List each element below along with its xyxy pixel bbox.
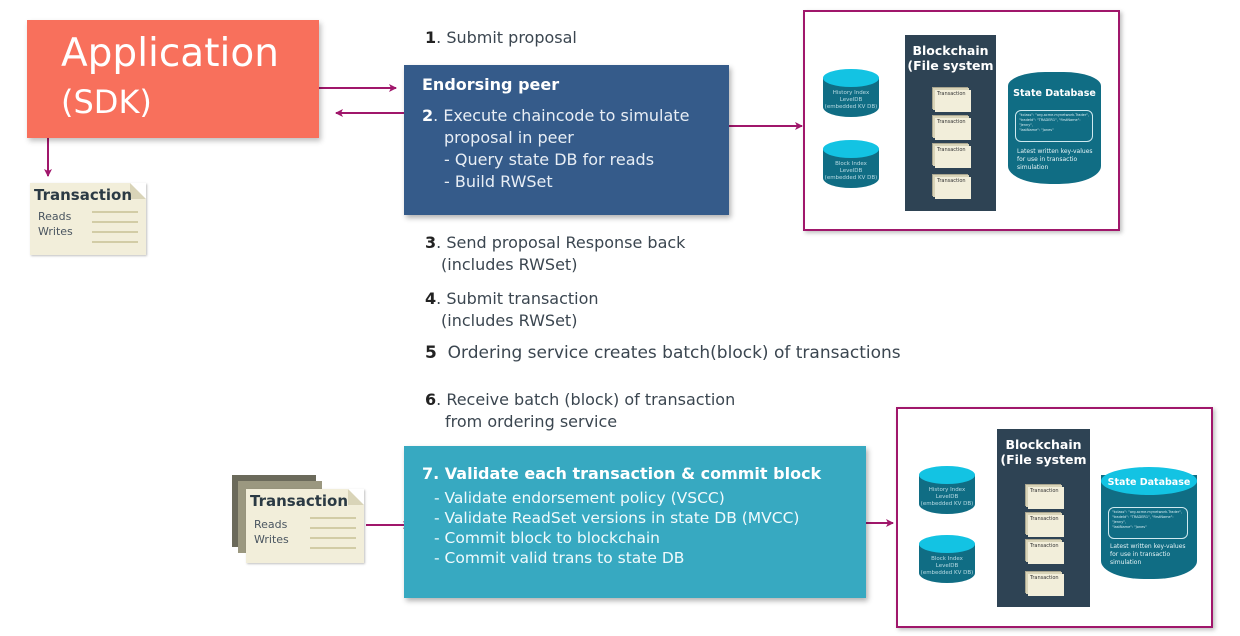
blockchain-title: Blockchain	[1005, 437, 1082, 452]
block-transaction-icon: Transaction	[1028, 515, 1064, 537]
endorse-line: - Query state DB for reads	[444, 150, 655, 169]
validate-line: - Validate endorsement policy (VSCC)	[434, 489, 725, 507]
application-sdk-box: Application (SDK)	[27, 20, 319, 138]
step-text: from ordering service	[445, 412, 618, 431]
blockchain-subtitle: (File system	[1000, 452, 1087, 467]
step-number: 2	[422, 106, 434, 125]
state-db-kv: "kclass": "org.acme.mynetwork.Trader","t…	[1015, 110, 1093, 142]
endorsing-peer-title: Endorsing peer	[422, 75, 560, 94]
step-number: 4	[425, 289, 437, 308]
application-title: Application	[61, 31, 279, 76]
validate-commit-box: 7. Validate each transaction & commit bl…	[404, 446, 866, 598]
step-text: Submit transaction	[446, 289, 599, 308]
endorse-line: proposal in peer	[444, 128, 574, 147]
blockchain-title: Blockchain	[912, 43, 989, 58]
doc-line	[92, 241, 138, 243]
state-database-icon: State Database "kclass": "org.acme.mynet…	[1008, 72, 1101, 184]
doc-line	[92, 211, 138, 213]
doc-line	[310, 547, 356, 549]
blockchain-file-system: Blockchain(File system Transaction Trans…	[997, 429, 1090, 607]
doc-line	[92, 231, 138, 233]
folded-corner-icon	[130, 183, 146, 199]
step-5-label: 5 Ordering service creates batch(block) …	[425, 342, 901, 364]
step-number: 1	[425, 28, 437, 47]
transaction-writes: Writes	[254, 533, 289, 546]
doc-line	[310, 537, 356, 539]
step-3-label: 3. Send proposal Response back (includes…	[425, 233, 686, 274]
doc-line	[310, 517, 356, 519]
block-transaction-icon: Transaction	[1028, 487, 1064, 509]
state-db-title: State Database	[1107, 477, 1191, 488]
step-1-label: 1. Submit proposal	[425, 28, 577, 47]
block-transaction-icon: Transaction	[935, 146, 971, 168]
step-6-label: 6. Receive batch (block) of transaction …	[425, 390, 736, 431]
state-db-title: State Database	[1013, 88, 1096, 99]
transaction-title: Transaction	[34, 186, 133, 204]
application-subtitle: (SDK)	[61, 83, 152, 121]
state-db-kv: "kclass": "org.acme.mynetwork.Trader","t…	[1108, 507, 1188, 539]
step-number: 6	[425, 390, 437, 409]
validate-title: 7. Validate each transaction & commit bl…	[422, 464, 822, 483]
step-text: (includes RWSet)	[441, 255, 578, 274]
transaction-reads: Reads	[254, 518, 288, 531]
validate-body: - Validate endorsement policy (VSCC) - V…	[434, 488, 799, 568]
step-text: (includes RWSet)	[441, 311, 578, 330]
state-database-icon: State Database "kclass": "org.acme.mynet…	[1101, 467, 1197, 579]
endorse-line: - Build RWSet	[444, 172, 553, 191]
doc-line	[310, 527, 356, 529]
validate-line: - Commit block to blockchain	[434, 529, 660, 547]
blockchain-subtitle: (File system	[907, 58, 994, 73]
transaction-title: Transaction	[250, 492, 349, 510]
step-number: 3	[425, 233, 437, 252]
block-transaction-icon: Transaction	[935, 177, 971, 199]
endorsing-peer-box: Endorsing peer 2. Execute chaincode to s…	[404, 65, 729, 215]
step-text: Ordering service creates batch(block) of…	[447, 343, 901, 363]
block-transaction-icon: Transaction	[935, 90, 971, 112]
blockchain-file-system: Blockchain(File system Transaction Trans…	[905, 35, 996, 211]
validate-line: - Validate ReadSet versions in state DB …	[434, 509, 800, 527]
transaction-document: Transaction Reads Writes	[30, 183, 146, 255]
step-text: Send proposal Response back	[446, 233, 686, 252]
block-transaction-icon: Transaction	[1028, 574, 1064, 596]
transaction-document-stack: Transaction Reads Writes	[246, 489, 364, 563]
doc-line	[92, 221, 138, 223]
step-number: 5	[425, 343, 437, 363]
block-transaction-icon: Transaction	[1028, 542, 1064, 564]
validate-line: - Commit valid trans to state DB	[434, 549, 685, 567]
folded-corner-icon	[348, 489, 364, 505]
step-4-label: 4. Submit transaction (includes RWSet)	[425, 289, 599, 330]
step-text: Receive batch (block) of transaction	[446, 390, 736, 409]
block-transaction-icon: Transaction	[935, 118, 971, 140]
transaction-reads: Reads	[38, 210, 72, 223]
endorse-line: Execute chaincode to simulate	[443, 106, 690, 125]
transaction-writes: Writes	[38, 225, 73, 238]
step-text: Submit proposal	[446, 28, 577, 47]
endorsing-peer-body: 2. Execute chaincode to simulate proposa…	[422, 106, 690, 191]
